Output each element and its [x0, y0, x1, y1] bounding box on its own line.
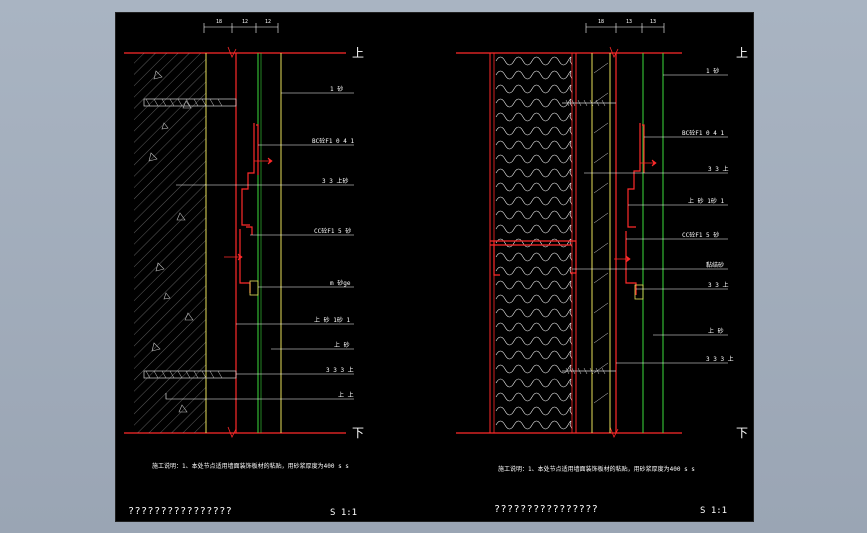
- insulation-wave: [495, 70, 573, 80]
- left-fasteners: [224, 157, 273, 296]
- left-label-2: BC砼F1 0 4 1: [312, 137, 355, 145]
- insulation-wave: [495, 238, 573, 248]
- left-bracket-assembly: [239, 123, 259, 293]
- right-anchor-bolt-bottom: [562, 367, 616, 375]
- left-detail: 18 12 12: [124, 19, 364, 518]
- right-dimension-chain: [585, 23, 665, 33]
- insulation-wave: [495, 56, 573, 66]
- left-detail-title: ????????????????: [128, 506, 232, 517]
- right-steel-bracket: [490, 240, 577, 276]
- left-concrete-wall: [134, 53, 206, 433]
- right-construction-note: 施工说明：1、本处节点适用墙面装饰板材的粘贴，用砂浆厚度为400 s s: [498, 465, 695, 473]
- right-detail-scale: S 1:1: [700, 506, 727, 516]
- right-hatch-strip: [593, 62, 609, 404]
- insulation-wave: [495, 294, 573, 304]
- insulation-wave: [495, 266, 573, 276]
- left-label-1: 1 砂: [330, 85, 343, 93]
- right-bottom-marker: 下: [736, 426, 748, 440]
- insulation-wave: [495, 378, 573, 388]
- insulation-wave: [495, 154, 573, 164]
- left-label-3: 3 3 上砂: [322, 177, 348, 185]
- insulation-wave: [495, 182, 573, 192]
- insulation-wave: [495, 98, 573, 108]
- insulation-wave: [495, 252, 573, 262]
- right-dim-3: 13: [650, 19, 656, 25]
- left-label-5: m 砂ge: [330, 279, 351, 287]
- insulation-wave: [495, 364, 573, 374]
- right-label-1: 1 砂: [706, 67, 719, 75]
- left-anchor-bolt-top: [143, 98, 237, 107]
- insulation-wave: [495, 308, 573, 318]
- left-anchor-bolt-bottom: [143, 370, 237, 379]
- insulation-wave: [495, 126, 573, 136]
- insulation-wave: [495, 196, 573, 206]
- right-leaders: [572, 74, 728, 364]
- left-dim-2: 12: [242, 19, 248, 25]
- insulation-wave: [495, 210, 573, 220]
- drawing-canvas: 18 12 12: [124, 19, 748, 518]
- insulation-wave: [495, 112, 573, 122]
- right-anchor-bolt-top: [562, 99, 616, 107]
- right-label-8: 上 砂: [708, 327, 724, 335]
- insulation-wave: [495, 280, 573, 290]
- left-label-4: CC砼F1 5 砂: [314, 227, 351, 235]
- left-dimension-chain: [203, 23, 279, 33]
- left-label-7: 上 砂: [334, 341, 350, 349]
- right-label-7: 3 3 上: [708, 281, 728, 289]
- insulation-wave: [495, 224, 573, 234]
- right-insulation-pattern: [495, 56, 573, 430]
- left-bottom-marker: 下: [352, 426, 364, 440]
- left-dim-3: 12: [265, 19, 271, 25]
- right-dim-2: 13: [626, 19, 632, 25]
- left-leaders: [165, 92, 354, 400]
- insulation-wave: [495, 336, 573, 346]
- right-label-6: 黏结砂: [706, 261, 724, 269]
- right-detail-title: ????????????????: [494, 504, 598, 515]
- insulation-wave: [495, 322, 573, 332]
- right-label-5: CC砼F1 5 砂: [682, 231, 719, 239]
- left-construction-note: 施工说明：1、本处节点适用墙面装饰板材的粘贴，用砂浆厚度为400 s s: [152, 462, 349, 470]
- left-aggregate-marks: [148, 70, 194, 413]
- right-fasteners: [614, 159, 657, 300]
- insulation-wave: [495, 350, 573, 360]
- right-top-marker: 上: [736, 46, 748, 60]
- insulation-wave: [495, 392, 573, 402]
- right-label-9: 3 3 3 上: [706, 355, 734, 363]
- insulation-wave: [495, 140, 573, 150]
- left-label-9: 上 上: [338, 391, 354, 399]
- left-detail-scale: S 1:1: [330, 508, 357, 518]
- insulation-wave: [495, 406, 573, 416]
- insulation-wave: [495, 420, 573, 430]
- right-detail: 18 13 13: [456, 19, 748, 516]
- left-label-6: 上 砂 1砂 1: [314, 316, 350, 324]
- left-label-8: 3 3 3 上: [326, 366, 354, 374]
- insulation-wave: [495, 168, 573, 178]
- right-label-3: 3 3 上: [708, 165, 728, 173]
- insulation-wave: [495, 84, 573, 94]
- right-block-wall: [489, 52, 577, 434]
- right-dim-1: 18: [598, 19, 604, 25]
- left-top-marker: 上: [352, 46, 364, 60]
- right-label-2: BC砼F1 0 4 1: [682, 129, 725, 137]
- right-label-4: 上 砂 1砂 1: [688, 197, 724, 205]
- left-dim-1: 18: [216, 19, 222, 25]
- drawing-sheet: 18 12 12: [115, 12, 754, 522]
